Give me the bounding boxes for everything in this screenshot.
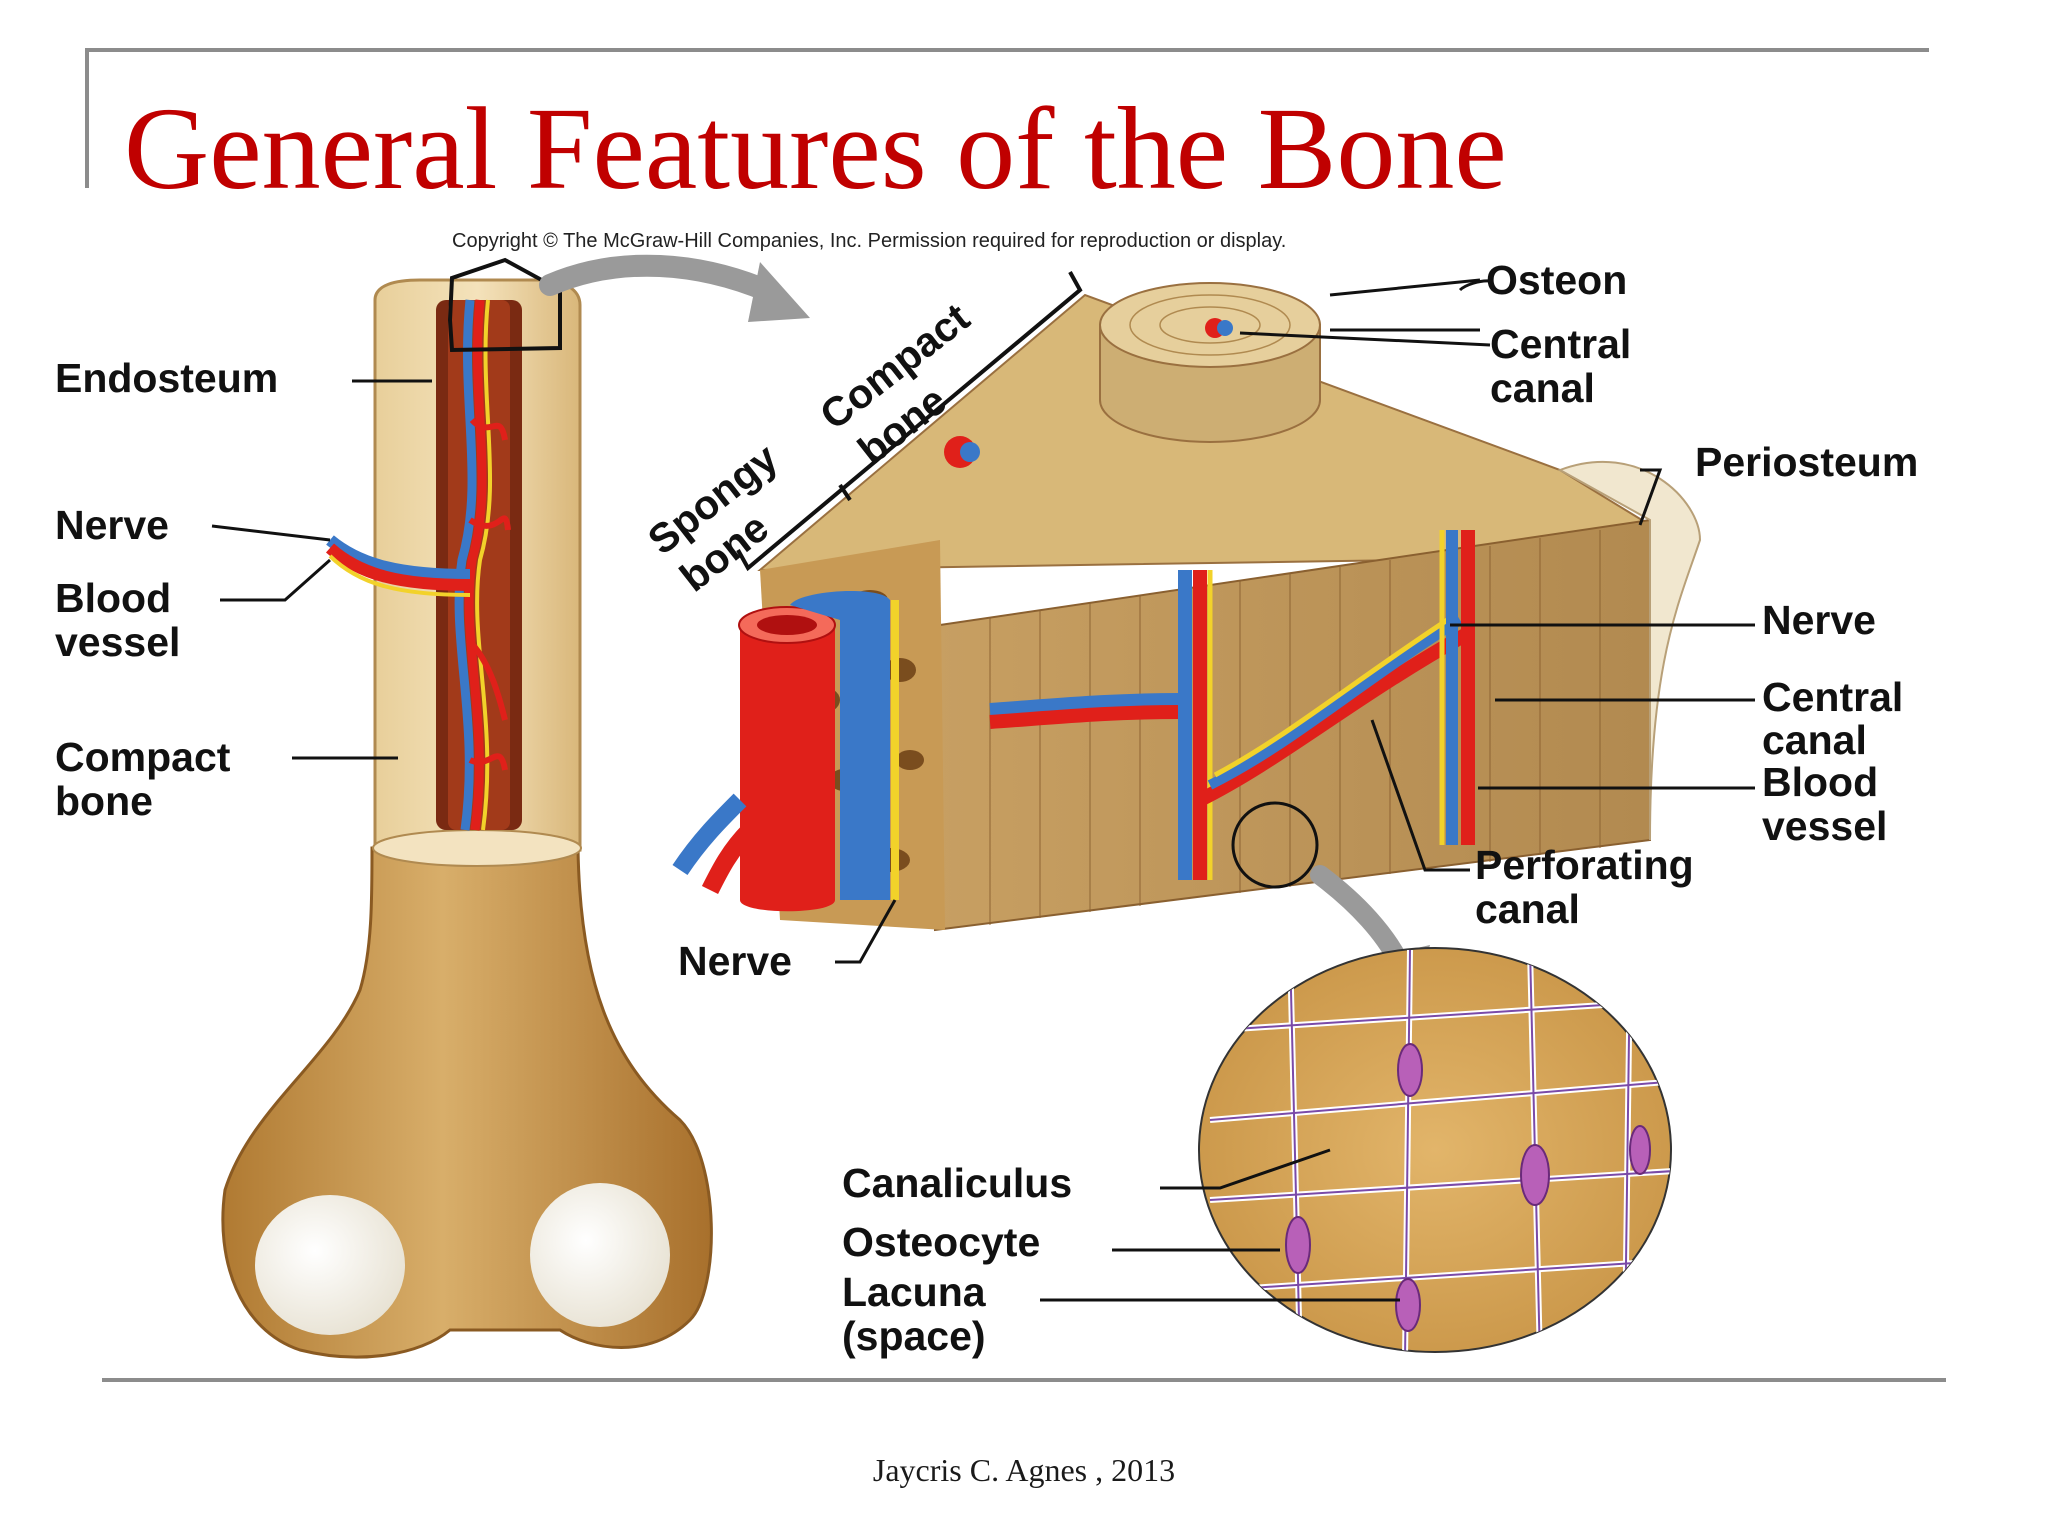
osteocyte-cell [1397,1043,1423,1097]
wedge-periosteum [1557,460,1702,841]
label-blood-vessel-right-2: vessel [1762,803,1888,849]
slide-title: General Features of the Bone [124,83,1507,214]
label-canaliculus: Canaliculus [842,1160,1073,1206]
slide-footer: Jaycris C. Agnes , 2013 [872,1452,1176,1488]
label-perforating-canal-1: Perforating [1475,842,1694,888]
condyle-right [530,1183,670,1327]
label-central-canal-right-2: canal [1762,717,1867,763]
bone-wedge [672,282,1702,1000]
label-nerve-bottom: Nerve [678,938,792,984]
slide-bottom-rule [102,1378,1946,1382]
label-compact-bone-left-2: bone [55,778,153,824]
leader-lines [211,278,1755,1302]
label-central-canal-top-1: Central [1490,321,1632,367]
label-endosteum: Endosteum [55,355,279,401]
copyright-notice: Copyright © The McGraw-Hill Companies, I… [452,230,1287,252]
label-central-canal-right-1: Central [1762,674,1904,720]
label-blood-vessel-left-1: Blood [55,575,172,621]
microscopic-view [1198,947,1672,1353]
label-periosteum: Periosteum [1695,439,1919,485]
label-osteon: Osteon [1486,257,1628,303]
label-nerve-right: Nerve [1762,597,1876,643]
label-central-canal-top-2: canal [1490,365,1595,411]
long-bone [221,254,810,1359]
label-blood-vessel-left-2: vessel [55,619,181,665]
slide-top-rule [85,48,1929,52]
slide-left-rule [85,48,89,188]
label-compact-bone-left-1: Compact [55,734,231,780]
label-lacuna-2: (space) [842,1313,986,1359]
label-perforating-canal-2: canal [1475,886,1580,932]
detail-arrow [1310,865,1408,970]
detail-circle [1231,801,1319,889]
condyle-left [255,1195,405,1335]
label-blood-vessel-right-1: Blood [1762,759,1879,805]
label-nerve-left: Nerve [55,502,169,548]
external-artery [740,625,835,912]
spongy-compact-bracket [736,271,1083,572]
external-vein [790,590,890,900]
label-lacuna-1: Lacuna [842,1269,986,1315]
label-osteocyte: Osteocyte [842,1219,1041,1265]
osteon-cylinder [1099,282,1321,443]
section-arrow [539,254,781,303]
